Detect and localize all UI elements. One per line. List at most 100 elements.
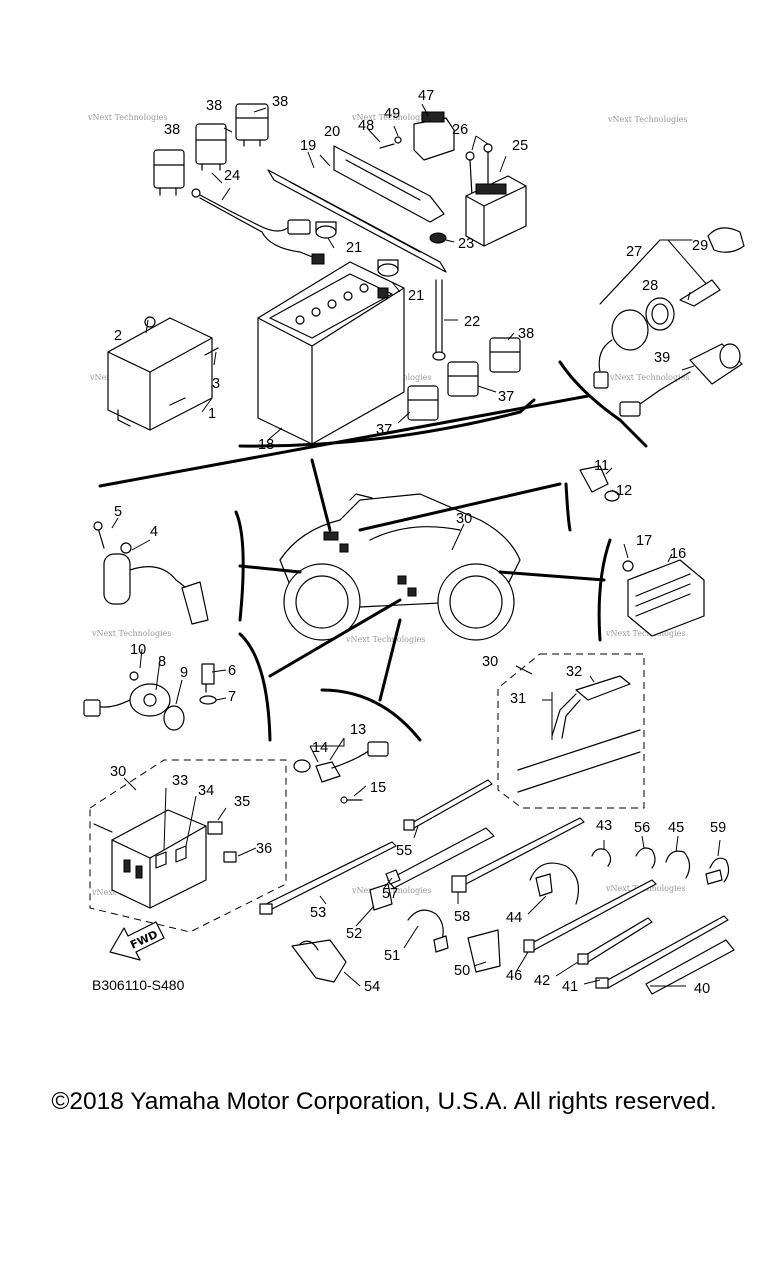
part-number-label: 47 <box>418 88 434 104</box>
part-number-label: 49 <box>384 106 400 122</box>
part-number-label: 34 <box>198 783 214 799</box>
ecu-unit <box>107 316 219 431</box>
part-number-label: 41 <box>562 979 578 995</box>
part-number-label: 4 <box>150 524 158 540</box>
callout-bracket <box>310 738 345 747</box>
part-number-label: 36 <box>256 841 272 857</box>
part-number-label: 37 <box>498 389 514 405</box>
part-number-label: 16 <box>670 546 686 562</box>
part-number-label: 55 <box>396 843 412 859</box>
fwd-arrow: FWD <box>109 921 165 961</box>
copyright-footer: ©2018 Yamaha Motor Corporation, U.S.A. A… <box>51 1088 717 1115</box>
part-number-label: 27 <box>626 244 642 260</box>
part-number-label: 43 <box>596 818 612 834</box>
nut <box>429 232 447 244</box>
part-number-label: 59 <box>710 820 726 836</box>
speed-sensor <box>293 741 389 804</box>
part-number-label: 24 <box>224 168 240 184</box>
wire-lead <box>191 188 325 265</box>
watermark-text: vNext Technologies <box>91 629 171 638</box>
watermark-text: vNext Technologies <box>345 635 425 644</box>
part-number-label: 17 <box>636 533 652 549</box>
section-border <box>597 538 612 642</box>
part-number-label: 56 <box>634 820 650 836</box>
relay-47 <box>379 111 455 161</box>
part-number-label: 33 <box>172 773 188 789</box>
bolt <box>465 143 493 197</box>
figure-code: B306110-S480 <box>92 977 185 993</box>
dc-socket <box>619 343 743 417</box>
part-number-label: 31 <box>510 691 526 707</box>
part-number-label: 26 <box>452 122 468 138</box>
section-border <box>238 632 272 742</box>
part-number-label: 8 <box>158 654 166 670</box>
part-number-label: 6 <box>228 663 236 679</box>
part-number-label: 29 <box>692 238 708 254</box>
wire-box-30 <box>497 653 645 809</box>
cable-ties <box>259 779 735 995</box>
part-number-label: 19 <box>300 138 316 154</box>
part-number-label: 53 <box>310 905 326 921</box>
section-border <box>564 482 572 532</box>
part-number-label: 12 <box>616 483 632 499</box>
watermark-text: vNext Technologies <box>351 113 431 122</box>
relay-parts <box>407 337 521 421</box>
watermark-text: vNext Technologies <box>605 629 685 638</box>
part-number-label: 42 <box>534 973 550 989</box>
part-number-label: 14 <box>312 740 328 756</box>
part-number-label: 32 <box>566 664 582 680</box>
main-switch <box>593 227 745 389</box>
section-border <box>558 360 648 448</box>
part-number-label: 22 <box>464 314 480 330</box>
fuse-box-30 <box>89 759 287 933</box>
part-number-label: 1 <box>208 406 216 422</box>
part-number-label: 39 <box>654 350 670 366</box>
part-number-label: 3 <box>212 376 220 392</box>
part-number-label: 21 <box>408 288 424 304</box>
part-number-label: 57 <box>382 886 398 902</box>
part-number-label: 21 <box>346 240 362 256</box>
section-border <box>234 510 245 622</box>
part-number-label: 52 <box>346 926 362 942</box>
rectifier-regulator <box>622 559 705 637</box>
part-number-label: 30 <box>110 764 126 780</box>
watermark-text: vNext Technologies <box>87 113 167 122</box>
battery <box>257 261 405 445</box>
part-number-label: 13 <box>350 722 366 738</box>
part-number-label: 45 <box>668 820 684 836</box>
part-number-label: 7 <box>228 689 236 705</box>
battery-bracket <box>267 145 447 277</box>
part-number-label: 5 <box>114 504 122 520</box>
part-number-label: 51 <box>384 948 400 964</box>
part-number-label: 30 <box>456 511 472 527</box>
part-number-label: 30 <box>482 654 498 670</box>
watermark-text: vNext Technologies <box>351 886 431 895</box>
part-number-label: 44 <box>506 910 522 926</box>
part-number-label: 38 <box>518 326 534 342</box>
atv-vehicle <box>279 493 521 641</box>
part-number-label: 58 <box>454 909 470 925</box>
watermark-text: vNext Technologies <box>607 115 687 124</box>
part-number-label: 40 <box>694 981 710 997</box>
temp-sensor <box>199 663 217 705</box>
part-number-label: 2 <box>114 328 122 344</box>
part-number-label: 18 <box>258 437 274 453</box>
part-number-label: 54 <box>364 979 380 995</box>
part-number-label: 9 <box>180 665 188 681</box>
part-number-label: 38 <box>272 94 288 110</box>
sensor-11 <box>579 465 620 502</box>
part-number-label: 23 <box>458 236 474 252</box>
part-number-label: 35 <box>234 794 250 810</box>
throttle-sensor <box>83 671 185 731</box>
part-number-label: 50 <box>454 963 470 979</box>
part-number-label: 28 <box>642 278 658 294</box>
relay-parts <box>153 103 269 196</box>
part-labels: 1234567891011121314151617181920212122232… <box>110 88 726 997</box>
callout-bracket <box>542 692 553 740</box>
part-number-label: 38 <box>206 98 222 114</box>
watermark-text: vNext Technologies <box>609 373 689 382</box>
callout-lines <box>98 394 606 702</box>
part-number-label: 48 <box>358 118 374 134</box>
part-number-label: 37 <box>376 422 392 438</box>
